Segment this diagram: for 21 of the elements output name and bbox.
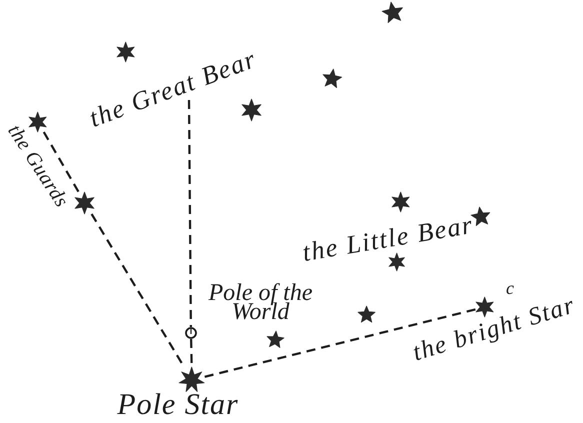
star-icon	[358, 306, 376, 322]
ring-icon	[185, 327, 197, 339]
star-icon	[389, 253, 405, 271]
star-icon	[476, 297, 494, 317]
constellation-label: the Great Bear	[86, 46, 260, 132]
point-label: Pole of the World	[207, 284, 314, 322]
constellation-label: the Little Bear	[300, 212, 476, 266]
callout-letter: c	[506, 279, 514, 297]
dashed-line	[204, 308, 477, 378]
star-icon	[392, 192, 410, 212]
star-icon	[75, 192, 95, 214]
star-icon	[117, 42, 135, 62]
dashed-line	[188, 100, 192, 327]
star-icon	[29, 112, 47, 132]
star-icon	[382, 2, 403, 23]
star-icon	[266, 331, 284, 348]
star-icon	[179, 367, 205, 392]
star-icon	[242, 99, 262, 121]
star-icon	[323, 69, 342, 88]
star-icon	[471, 207, 490, 226]
star-label: Pole Star	[117, 390, 239, 420]
